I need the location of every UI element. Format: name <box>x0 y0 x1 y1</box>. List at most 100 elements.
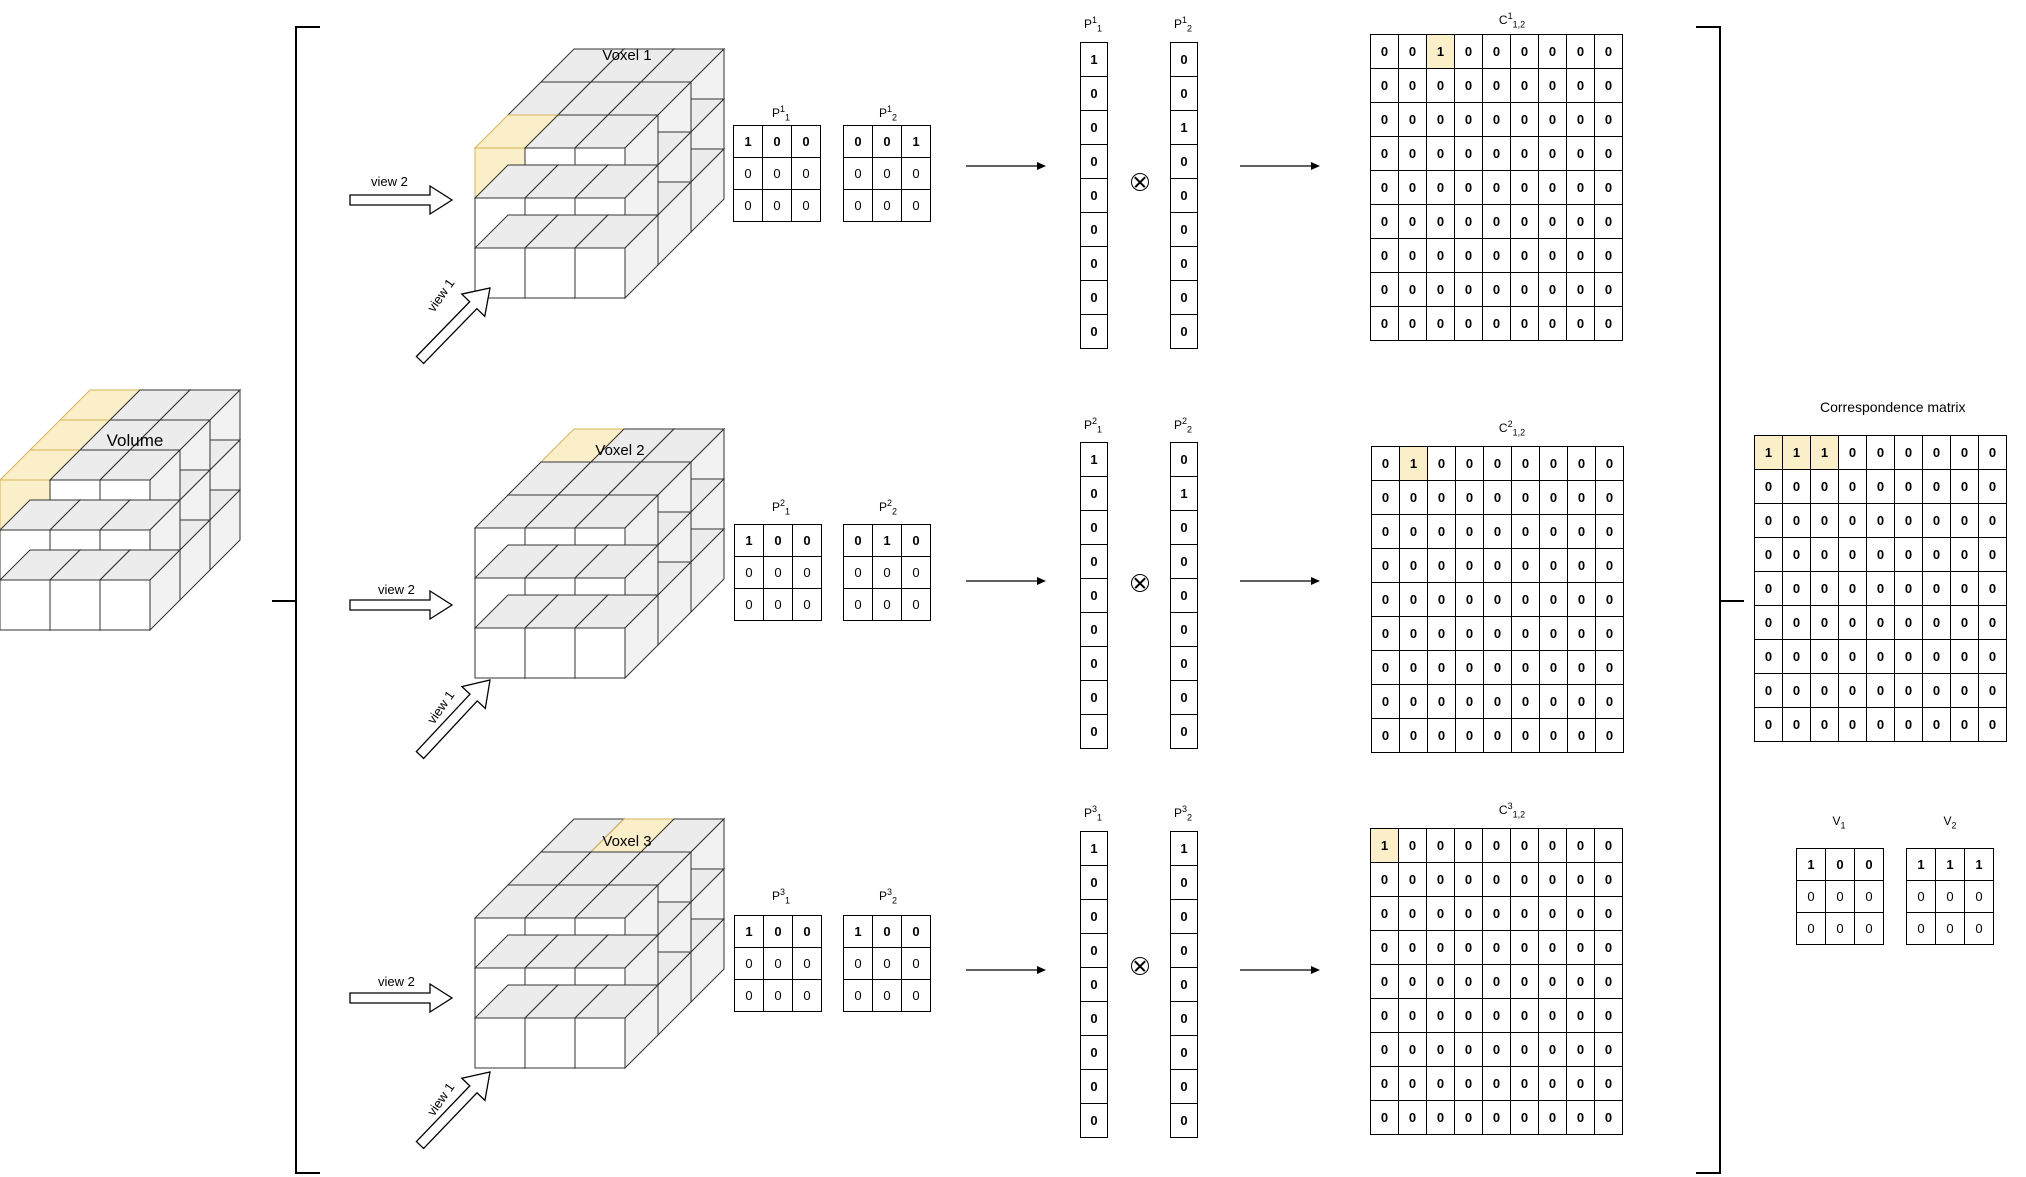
matrix-cell: 0 <box>1538 964 1567 999</box>
matrix-cell: 0 <box>872 588 902 621</box>
matrix-cell: 0 <box>872 915 902 948</box>
matrix-cell: 0 <box>1482 828 1511 863</box>
matrix-cell: 0 <box>1866 503 1895 538</box>
matrix-cell: 0 <box>1594 1032 1623 1067</box>
p1-label-row3: P31 <box>771 887 791 906</box>
matrix-cell: 0 <box>1810 469 1839 504</box>
matrix-cell: 0 <box>1426 862 1455 897</box>
projection-arrow-row2 <box>966 577 1046 585</box>
matrix-cell: 0 <box>1454 34 1483 69</box>
matrix-cell: 0 <box>1935 880 1965 913</box>
matrix-cell: 0 <box>1454 306 1483 341</box>
p2-label-row1: P12 <box>878 104 898 123</box>
matrix-cell: 0 <box>1511 616 1540 651</box>
matrix-cell: 0 <box>1950 537 1979 572</box>
matrix-cell: 0 <box>1566 272 1595 307</box>
matrix-cell: 0 <box>1782 571 1811 606</box>
volume-cube-0-2-2 <box>98 548 182 632</box>
matrix-cell: 0 <box>733 189 763 222</box>
volume-title: Volume <box>106 431 164 450</box>
matrix-cell: 0 <box>1398 930 1427 965</box>
matrix-cell: 0 <box>1426 930 1455 965</box>
vector-cell: 0 <box>1080 212 1108 247</box>
matrix-cell: 0 <box>1454 1066 1483 1101</box>
matrix-cell: 0 <box>791 157 821 190</box>
matrix-cell: 0 <box>763 556 793 589</box>
matrix-cell: 0 <box>1922 673 1951 708</box>
matrix-cell: 0 <box>1371 684 1400 719</box>
matrix-cell: 0 <box>1510 828 1539 863</box>
matrix-cell: 0 <box>1426 238 1455 273</box>
matrix-cell: 0 <box>1978 469 2007 504</box>
vector-cell: 1 <box>1170 476 1198 511</box>
matrix-cell: 0 <box>1426 204 1455 239</box>
matrix-cell: 0 <box>1838 503 1867 538</box>
matrix-cell: 0 <box>1894 469 1923 504</box>
matrix-cell: 0 <box>1455 650 1484 685</box>
matrix-cell: 0 <box>1455 616 1484 651</box>
matrix-cell: 0 <box>1370 204 1399 239</box>
matrix-cell: 0 <box>1922 605 1951 640</box>
matrix-cell: 0 <box>1796 880 1826 913</box>
matrix-cell: 0 <box>734 979 764 1012</box>
matrix-cell: 0 <box>1539 718 1568 753</box>
matrix-cell: 0 <box>1594 1066 1623 1101</box>
vector-cell: 0 <box>1170 646 1198 681</box>
matrix-cell: 0 <box>1566 204 1595 239</box>
vector-cell: 1 <box>1080 831 1108 866</box>
vector-cell: 0 <box>1170 578 1198 613</box>
vector-cell: 0 <box>1080 865 1108 900</box>
matrix-cell: 0 <box>1894 673 1923 708</box>
matrix-cell: 0 <box>1399 650 1428 685</box>
matrix-cell: 0 <box>1595 650 1624 685</box>
matrix-cell: 0 <box>1483 650 1512 685</box>
matrix-cell: 0 <box>1371 582 1400 617</box>
matrix-cell: 0 <box>1510 862 1539 897</box>
matrix-cell: 1 <box>733 125 763 158</box>
matrix-cell: 0 <box>1398 998 1427 1033</box>
matrix-cell: 0 <box>1782 503 1811 538</box>
matrix-cell: 0 <box>1398 136 1427 171</box>
matrix-cell: 0 <box>1866 673 1895 708</box>
vector-cell: 0 <box>1170 967 1198 1002</box>
matrix-cell: 0 <box>843 189 873 222</box>
col2-label-row3: P32 <box>1173 804 1193 823</box>
matrix-cell: 0 <box>1538 828 1567 863</box>
matrix-cell: 0 <box>1538 34 1567 69</box>
col2-label-row1: P12 <box>1173 15 1193 34</box>
matrix-cell: 0 <box>1370 896 1399 931</box>
vector-cell: 0 <box>1080 1103 1108 1138</box>
right-bracket <box>1696 26 1721 1174</box>
matrix-cell: 0 <box>1566 828 1595 863</box>
matrix-cell: 0 <box>901 979 931 1012</box>
matrix-cell: 0 <box>1594 272 1623 307</box>
matrix-cell: 0 <box>1510 204 1539 239</box>
vector-cell: 0 <box>1080 1035 1108 1070</box>
matrix-cell: 0 <box>1810 537 1839 572</box>
matrix-cell: 0 <box>1455 446 1484 481</box>
matrix-cell: 0 <box>1978 707 2007 742</box>
view-2-arrow-row1 <box>349 184 454 216</box>
matrix-cell: 0 <box>1866 571 1895 606</box>
matrix-cell: 0 <box>1398 828 1427 863</box>
matrix-cell: 0 <box>1398 1066 1427 1101</box>
matrix-cell: 0 <box>1455 582 1484 617</box>
matrix-cell: 0 <box>1595 548 1624 583</box>
matrix-cell: 0 <box>1566 170 1595 205</box>
matrix-cell: 0 <box>1370 136 1399 171</box>
matrix-cell: 0 <box>1594 34 1623 69</box>
matrix-cell: 0 <box>1810 503 1839 538</box>
matrix-cell: 0 <box>1510 34 1539 69</box>
matrix-cell: 0 <box>1483 514 1512 549</box>
matrix-cell: 0 <box>1455 718 1484 753</box>
matrix-cell: 0 <box>1427 480 1456 515</box>
matrix-cell: 0 <box>1978 571 2007 606</box>
matrix-cell: 0 <box>1510 998 1539 1033</box>
matrix-cell: 0 <box>1567 548 1596 583</box>
matrix-cell: 0 <box>1894 503 1923 538</box>
matrix-cell: 0 <box>872 556 902 589</box>
